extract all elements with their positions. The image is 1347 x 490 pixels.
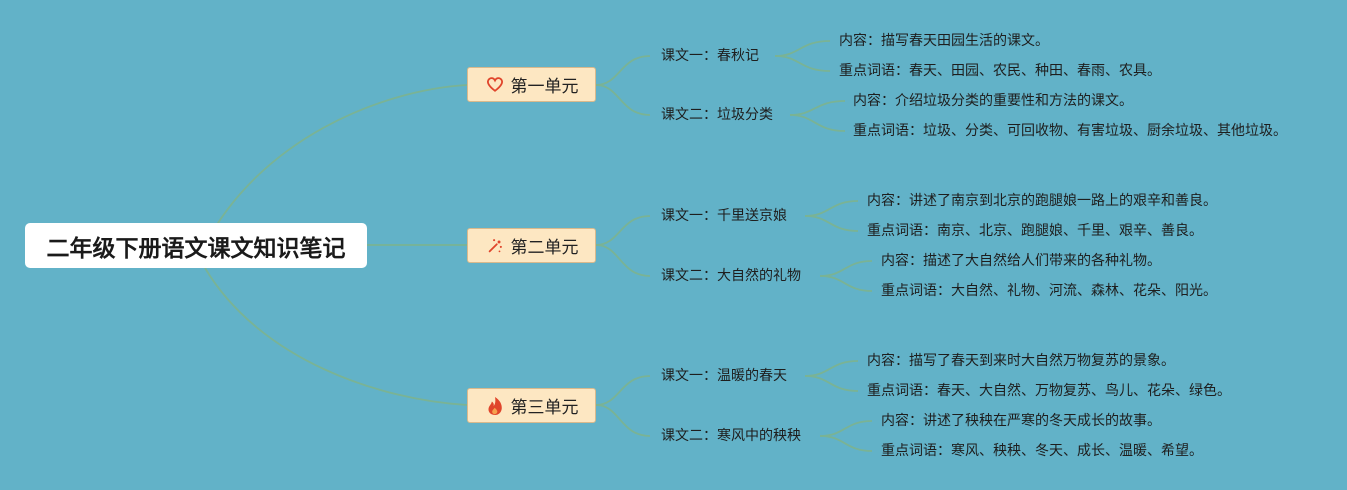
- link-u3l2-content: [819, 420, 873, 437]
- unit-node-1[interactable]: 第一单元: [467, 67, 596, 102]
- fire-icon: [485, 396, 505, 416]
- lesson-keywords[interactable]: 重点词语：春天、田园、农民、种田、春雨、农具。: [839, 63, 1161, 79]
- lesson-content[interactable]: 内容：介绍垃圾分类的重要性和方法的课文。: [853, 93, 1133, 109]
- unit-node-3[interactable]: 第三单元: [467, 388, 596, 423]
- lesson-title[interactable]: 课文一：温暖的春天: [661, 368, 787, 384]
- lesson-keywords[interactable]: 重点词语：垃圾、分类、可回收物、有害垃圾、厨余垃圾、其他垃圾。: [853, 123, 1287, 139]
- link-unit3-lesson2: [595, 404, 651, 437]
- link-u3l1-keywords: [804, 375, 859, 392]
- link-u2l2-content: [819, 260, 873, 277]
- lesson-content[interactable]: 内容：描写春天田园生活的课文。: [839, 33, 1049, 49]
- sparkle-icon: [485, 236, 505, 256]
- lesson-title[interactable]: 课文二：寒风中的秧秧: [661, 428, 801, 444]
- unit-label: 第三单元: [510, 398, 579, 418]
- link-u2l2-keywords: [819, 275, 873, 292]
- link-u1l1-content: [774, 40, 831, 57]
- lesson-keywords[interactable]: 重点词语：春天、大自然、万物复苏、鸟儿、花朵、绿色。: [867, 383, 1231, 399]
- lesson-title[interactable]: 课文二：垃圾分类: [661, 107, 773, 123]
- link-u1l2-content: [789, 100, 846, 116]
- lesson-title[interactable]: 课文一：千里送京娘: [661, 208, 787, 224]
- lesson-content[interactable]: 内容：讲述了秧秧在严寒的冬天成长的故事。: [881, 413, 1161, 429]
- link-u1l2-keywords: [789, 114, 846, 132]
- root-topic[interactable]: 二年级下册语文课文知识笔记: [25, 223, 367, 268]
- link-unit2-lesson1: [595, 215, 651, 246]
- link-unit3-lesson1: [595, 375, 651, 406]
- link-root-unit3: [204, 267, 468, 406]
- link-u3l2-keywords: [819, 435, 873, 452]
- lesson-keywords[interactable]: 重点词语：寒风、秧秧、冬天、成长、温暖、希望。: [881, 443, 1203, 459]
- link-u1l1-keywords: [774, 55, 831, 72]
- link-unit1-lesson2: [595, 84, 651, 116]
- heart-icon: [485, 75, 505, 95]
- lesson-title[interactable]: 课文一：春秋记: [661, 48, 759, 64]
- lesson-keywords[interactable]: 重点词语：南京、北京、跑腿娘、千里、艰辛、善良。: [867, 223, 1203, 239]
- lesson-title[interactable]: 课文二：大自然的礼物: [661, 268, 801, 284]
- link-unit1-lesson1: [595, 55, 651, 86]
- link-root-unit1: [204, 84, 468, 246]
- unit-label: 第二单元: [510, 238, 579, 258]
- lesson-content[interactable]: 内容：讲述了南京到北京的跑腿娘一路上的艰辛和善良。: [867, 193, 1217, 209]
- unit-label: 第一单元: [510, 77, 579, 97]
- unit-node-2[interactable]: 第二单元: [467, 228, 596, 263]
- lesson-content[interactable]: 内容：描写了春天到来时大自然万物复苏的景象。: [867, 353, 1175, 369]
- link-u2l1-content: [804, 200, 859, 217]
- root-title: 二年级下册语文课文知识笔记: [46, 235, 346, 262]
- lesson-content[interactable]: 内容：描述了大自然给人们带来的各种礼物。: [881, 253, 1161, 269]
- link-u3l1-content: [804, 360, 859, 377]
- link-unit2-lesson2: [595, 244, 651, 277]
- link-u2l1-keywords: [804, 215, 859, 232]
- lesson-keywords[interactable]: 重点词语：大自然、礼物、河流、森林、花朵、阳光。: [881, 283, 1217, 299]
